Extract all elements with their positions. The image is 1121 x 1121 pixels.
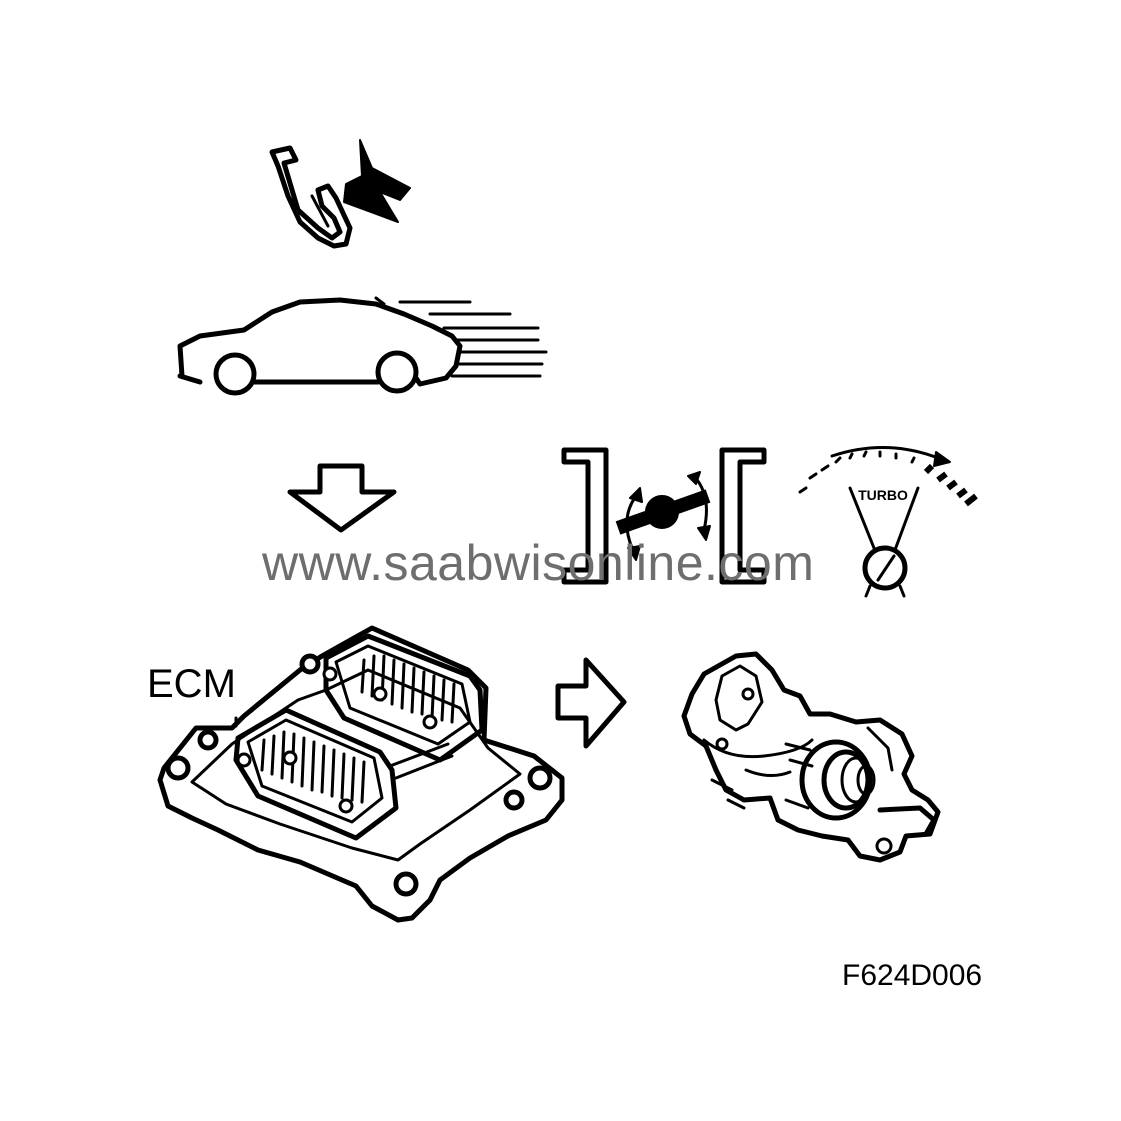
turbocharger-icon	[681, 651, 941, 863]
ecm-label: ECM	[147, 662, 236, 706]
gauge-label: TURBO	[858, 487, 908, 503]
press-arrow-icon	[343, 139, 411, 223]
figure-code: F624D006	[842, 959, 983, 992]
ecm-upper-pins	[360, 654, 456, 724]
throttle-valve-icon	[561, 447, 767, 585]
accelerator-pedal-icon	[269, 145, 353, 249]
ecm-lower-pins	[260, 730, 366, 804]
down-arrow-icon	[287, 463, 397, 533]
car-motion-icon	[177, 296, 548, 396]
watermark-text: www.saabwisonline.com	[262, 535, 815, 591]
right-arrow-icon	[555, 657, 627, 749]
turbo-gauge-icon: TURBO	[798, 445, 978, 598]
ecm-unit-icon	[157, 625, 565, 923]
